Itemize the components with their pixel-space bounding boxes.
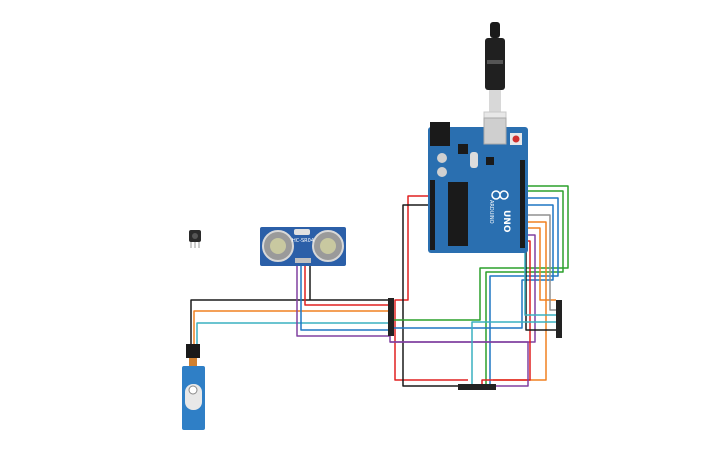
header-strip-bottom[interactable] [458,384,496,390]
wire-orange-r2[interactable] [520,227,556,301]
wire-cyan-r[interactable] [524,252,556,316]
wire-us-blue[interactable] [300,265,390,331]
wire-purple-bottom[interactable] [389,336,529,387]
ir-sensor[interactable] [189,230,201,248]
wire-blue-r1[interactable] [489,197,559,386]
wire-us-purple[interactable] [296,265,390,337]
wire-cyan-servo[interactable] [196,322,391,345]
reset-button-icon[interactable] [510,133,522,145]
wire-black-arduino[interactable] [402,204,458,387]
ultrasonic-label: HC-SR04 [292,238,314,244]
wire-red[interactable] [394,195,468,381]
wire-grey-r[interactable] [520,214,556,311]
header-strip-left[interactable] [388,298,394,336]
arduino-uno-board[interactable]: UNO ARDUINO [428,117,528,253]
wire-us-red[interactable] [304,265,390,306]
wire-green-1[interactable] [390,185,569,321]
servo-horn-icon [188,385,198,395]
wire-blue-r2[interactable] [390,204,554,329]
wire-green-2[interactable] [485,190,564,386]
arduino-model-label: UNO [501,210,511,233]
wire-red-r[interactable] [481,240,531,386]
arduino-brand-label: ARDUINO [488,200,494,224]
servo-motor[interactable] [182,344,205,430]
ultrasonic-sensor[interactable]: HC-SR04 [260,227,346,266]
wire-black-servo[interactable] [190,299,391,345]
header-strip-right[interactable] [556,300,562,338]
wire-cyan-bottom[interactable] [471,321,556,386]
wire-orange-servo[interactable] [193,310,391,345]
wires [190,185,569,387]
arduino-logo-icon [491,190,509,200]
